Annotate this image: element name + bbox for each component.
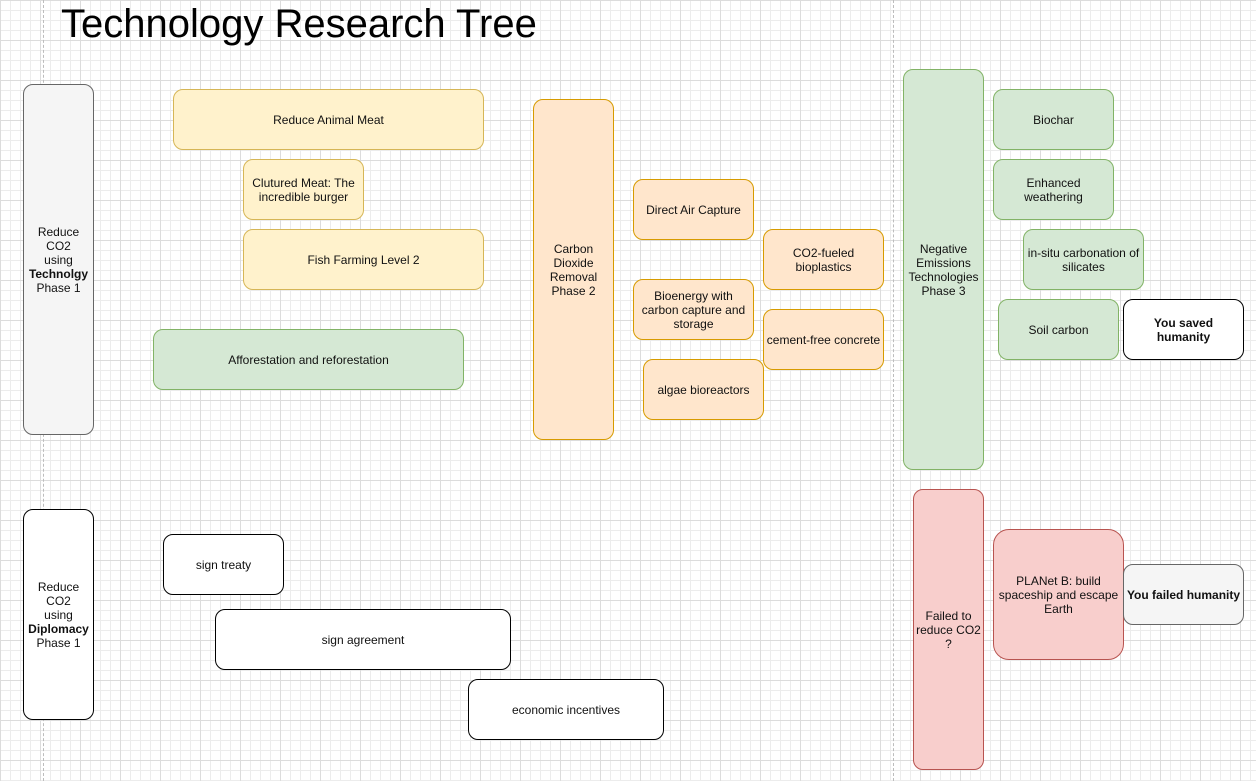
economic-incentives-node[interactable]: economic incentives: [468, 679, 664, 740]
diplomacy-phase1-node[interactable]: Reduce CO2 using Diplomacy Phase 1: [23, 509, 94, 720]
sign-treaty-node[interactable]: sign treaty: [163, 534, 284, 595]
in-situ-carbonation-node[interactable]: in-situ carbonation of silicates: [1023, 229, 1144, 290]
planet-b-node[interactable]: PLANet B: build spaceship and escape Ear…: [993, 529, 1124, 660]
swimlane-divider-right: [893, 0, 894, 781]
diplomacy-phase1-line3: using: [44, 607, 73, 622]
failed-humanity-node[interactable]: You failed humanity: [1123, 564, 1244, 625]
phase2-carbon-removal-node[interactable]: Carbon Dioxide Removal Phase 2: [533, 99, 614, 440]
sign-agreement-node[interactable]: sign agreement: [215, 609, 511, 670]
phase3-negative-emissions-node[interactable]: Negative Emissions Technologies Phase 3: [903, 69, 984, 470]
technology-phase1-text: Reduce CO2 using Technolgy Phase 1: [29, 225, 88, 295]
technology-phase1-line5: Phase 1: [36, 280, 81, 295]
diplomacy-phase1-line1: Reduce: [37, 579, 80, 594]
technology-phase1-node[interactable]: Reduce CO2 using Technolgy Phase 1: [23, 84, 94, 435]
technology-phase1-line1: Reduce: [37, 224, 80, 239]
algae-bioreactors-node[interactable]: algae bioreactors: [643, 359, 764, 420]
diplomacy-phase1-line4: Diplomacy: [28, 621, 89, 636]
diplomacy-phase1-line5: Phase 1: [36, 635, 81, 650]
technology-phase1-line2: CO2: [46, 238, 71, 253]
bioenergy-ccs-node[interactable]: Bioenergy with carbon capture and storag…: [633, 279, 754, 340]
diplomacy-phase1-line2: CO2: [46, 593, 71, 608]
enhanced-weathering-node[interactable]: Enhanced weathering: [993, 159, 1114, 220]
diplomacy-phase1-text: Reduce CO2 using Diplomacy Phase 1: [28, 580, 89, 650]
page-title: Technology Research Tree: [61, 2, 537, 46]
biochar-node[interactable]: Biochar: [993, 89, 1114, 150]
co2-bioplastics-node[interactable]: CO2-fueled bioplastics: [763, 229, 884, 290]
failed-to-reduce-node[interactable]: Failed to reduce CO2 ?: [913, 489, 984, 770]
direct-air-capture-node[interactable]: Direct Air Capture: [633, 179, 754, 240]
cultured-meat-node[interactable]: Clutured Meat: The incredible burger: [243, 159, 364, 220]
technology-phase1-line4: Technolgy: [28, 266, 89, 281]
reduce-animal-meat-node[interactable]: Reduce Animal Meat: [173, 89, 484, 150]
technology-phase1-line3: using: [44, 252, 73, 267]
fish-farming-node[interactable]: Fish Farming Level 2: [243, 229, 484, 290]
cement-free-concrete-node[interactable]: cement-free concrete: [763, 309, 884, 370]
saved-humanity-node[interactable]: You saved humanity: [1123, 299, 1244, 360]
soil-carbon-node[interactable]: Soil carbon: [998, 299, 1119, 360]
afforestation-node[interactable]: Afforestation and reforestation: [153, 329, 464, 390]
